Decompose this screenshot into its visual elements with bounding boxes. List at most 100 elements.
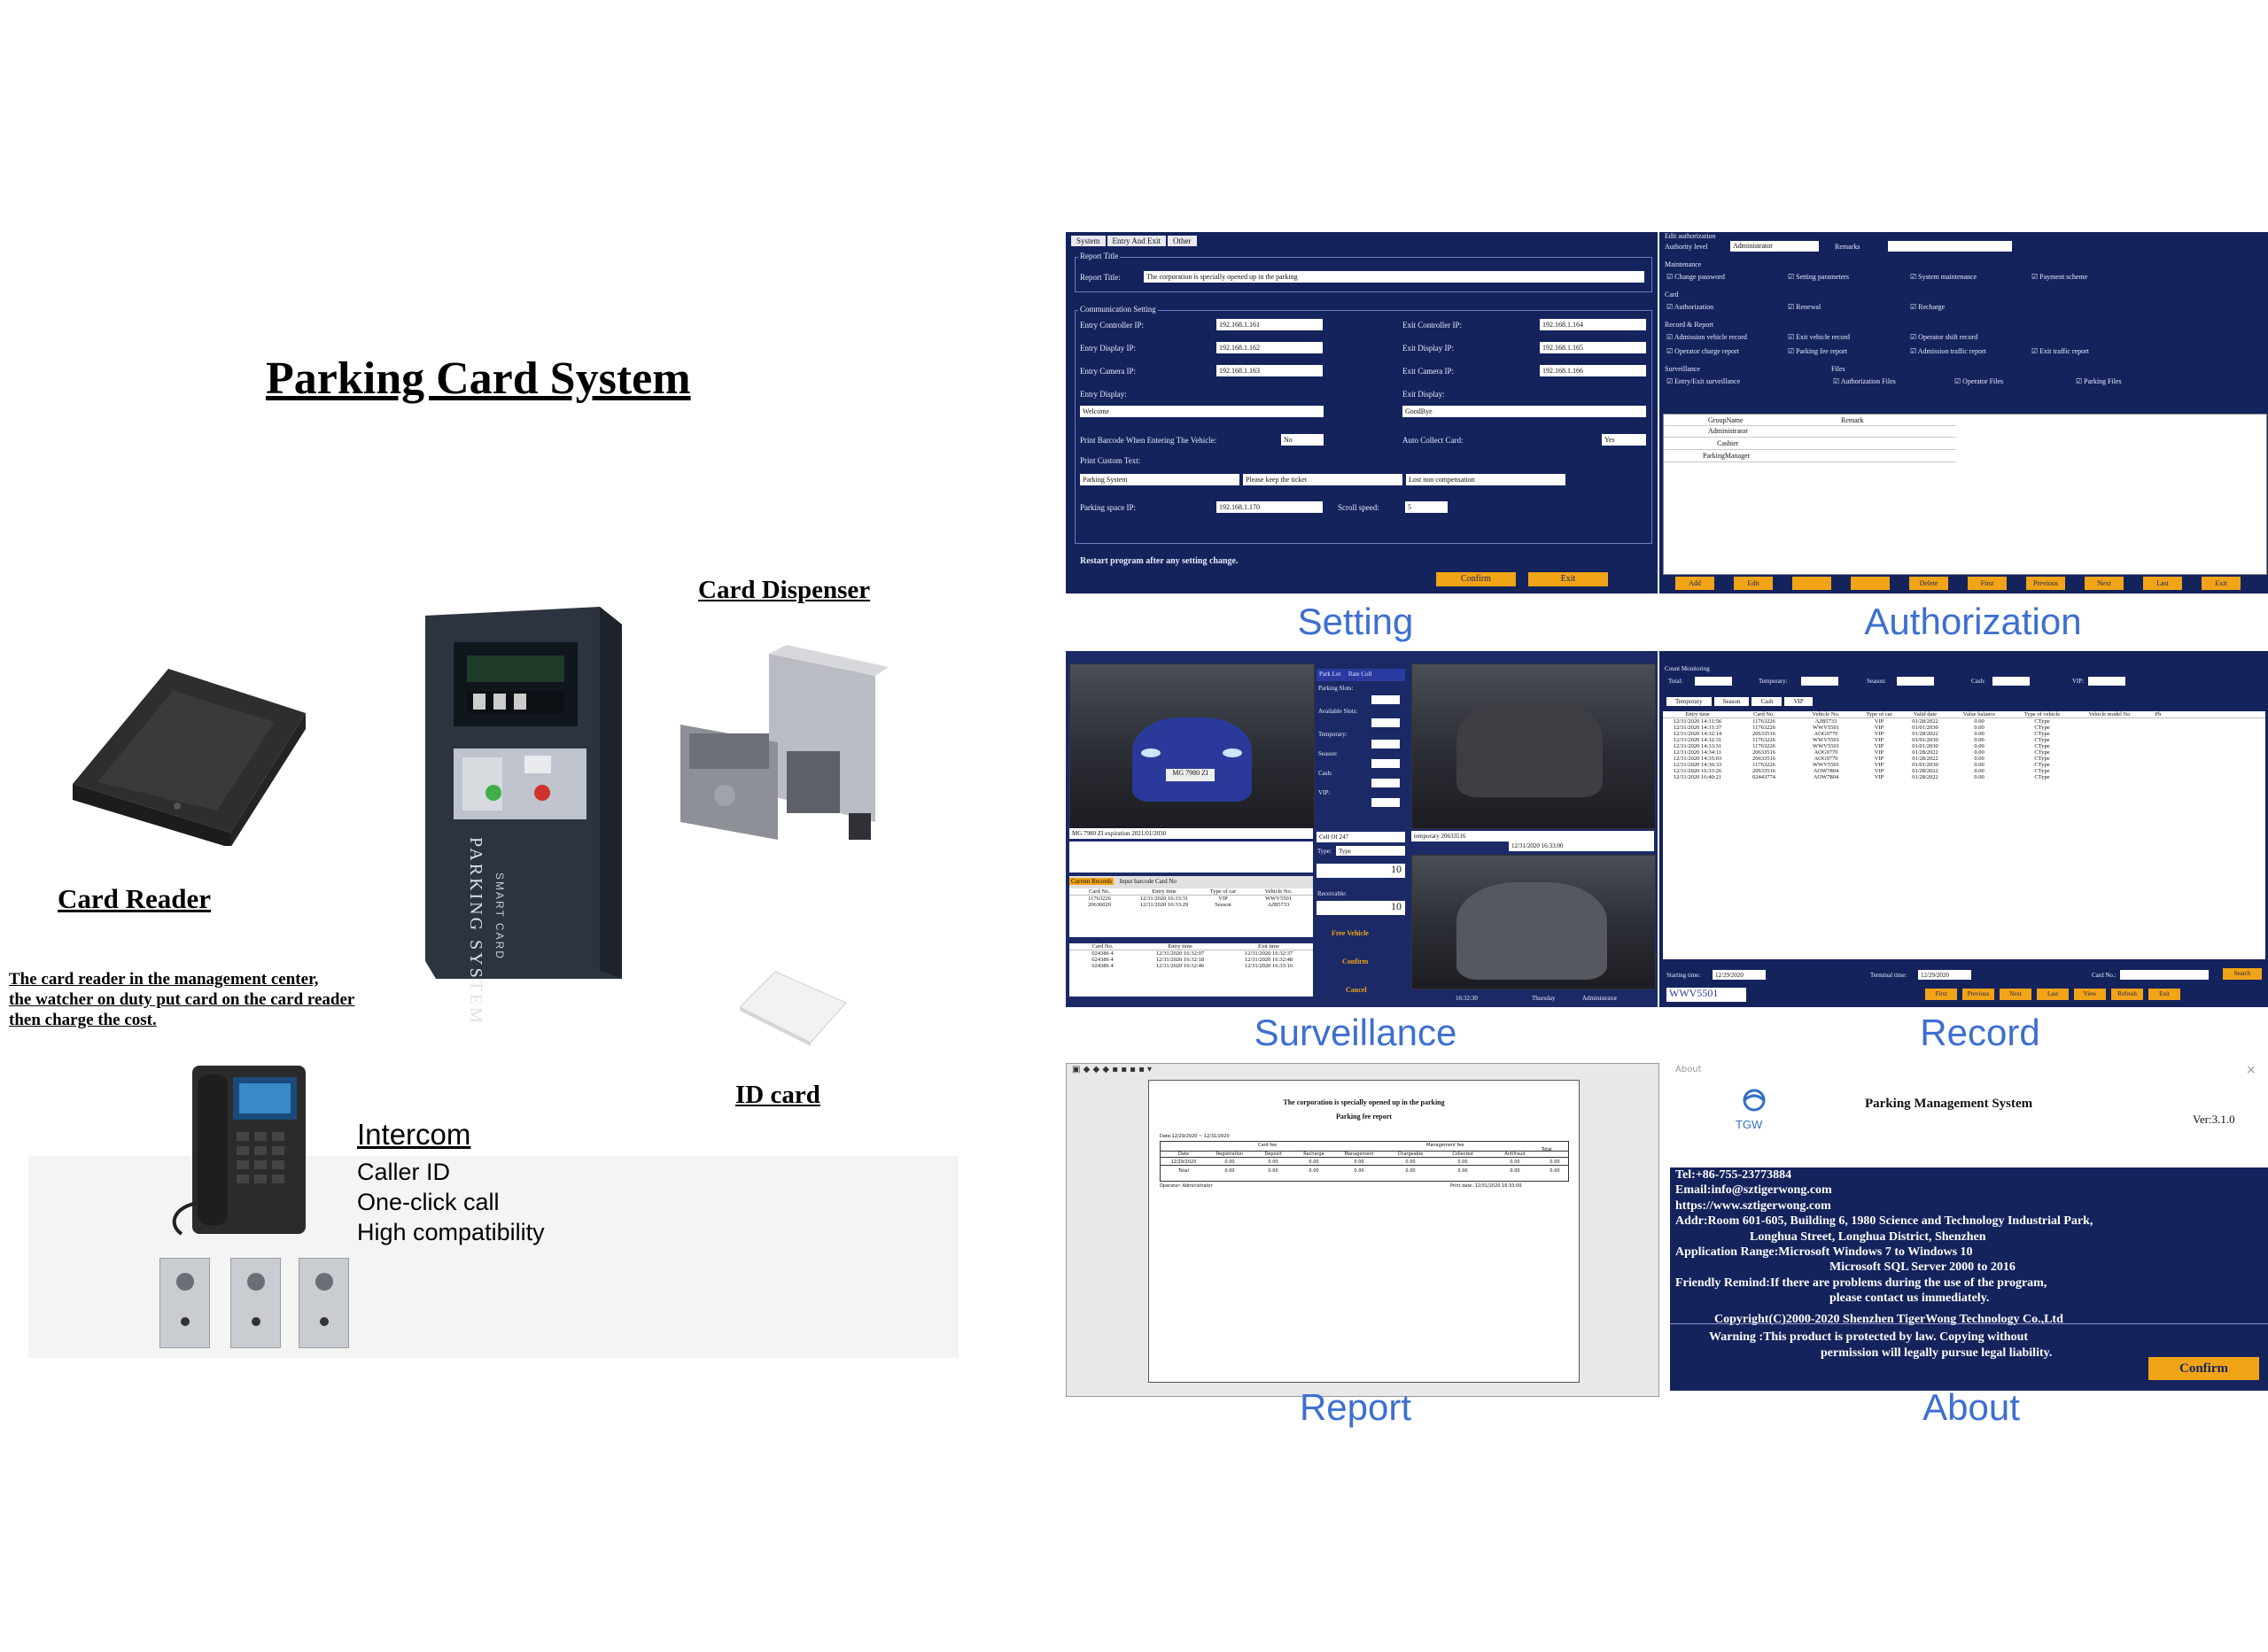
- previous-button[interactable]: Previous: [1962, 989, 1994, 1000]
- tab-system[interactable]: System: [1071, 236, 1106, 246]
- group-row[interactable]: Cashier: [1717, 439, 1739, 447]
- tab-park-lot[interactable]: Park Lot: [1319, 671, 1341, 678]
- entry-camera-ip-input[interactable]: 192.168.1.163: [1216, 365, 1323, 376]
- table-row[interactable]: 024386 4 12/31/2020 16:32:46 12/31/2020 …: [1091, 963, 1293, 969]
- chk-admission-traffic-report[interactable]: ☑ Admission traffic report: [1910, 347, 1986, 355]
- confirm-button[interactable]: Confirm: [1436, 572, 1516, 586]
- entry-display-input[interactable]: Welcome: [1080, 406, 1324, 417]
- chk-operator-files[interactable]: ☑ Operator Files: [1954, 377, 2004, 385]
- tab-season[interactable]: Season: [1713, 697, 1750, 706]
- tab-input-barcode[interactable]: Input barcode Card No: [1119, 878, 1177, 885]
- custom-text-2-input[interactable]: Please keep the ticket: [1243, 474, 1402, 485]
- chk-exit-traffic-report[interactable]: ☑ Exit traffic report: [2031, 347, 2089, 355]
- card-no-input[interactable]: [2120, 970, 2209, 980]
- scroll-speed-input[interactable]: 5: [1405, 501, 1448, 513]
- exit-button[interactable]: Exit: [2202, 577, 2241, 590]
- chk-exit-vehicle-record[interactable]: ☑ Exit vehicle record: [1788, 333, 1851, 341]
- first-button[interactable]: First: [1968, 577, 2007, 590]
- exit-display-input[interactable]: GoodBye: [1402, 406, 1646, 417]
- type-select[interactable]: Type: [1336, 846, 1405, 856]
- last-button[interactable]: Last: [2037, 989, 2069, 1000]
- exit-controller-ip-input[interactable]: 192.168.1.164: [1540, 319, 1646, 330]
- tab-current-records[interactable]: Current Records: [1069, 878, 1115, 885]
- search-button[interactable]: Search: [2223, 968, 2262, 980]
- exit-camera-ip-input[interactable]: 192.168.1.166: [1540, 365, 1646, 376]
- authority-level-input[interactable]: Administrator: [1730, 241, 1819, 252]
- entry-display-ip-input[interactable]: 192.168.1.162: [1216, 342, 1323, 353]
- chk-parking-fee-report[interactable]: ☑ Parking fee report: [1788, 347, 1847, 355]
- chk-authorization[interactable]: ☑ Authorization: [1666, 303, 1714, 311]
- exit-button[interactable]: Exit: [1528, 572, 1608, 586]
- tab-temporary[interactable]: Temporary: [1666, 697, 1712, 706]
- group-row[interactable]: ParkingManager: [1703, 452, 1751, 460]
- parking-space-ip-input[interactable]: 192.168.1.170: [1216, 501, 1323, 513]
- entry-controller-ip-input[interactable]: 192.168.1.161: [1216, 319, 1323, 330]
- chk-payment-scheme[interactable]: ☑ Payment scheme: [2031, 273, 2088, 281]
- chk-system-maintenance[interactable]: ☑ System maintenance: [1910, 273, 1977, 281]
- exit-display-ip-input[interactable]: 192.168.1.165: [1540, 342, 1646, 353]
- chk-authorization-files[interactable]: ☑ Authorization Files: [1833, 377, 1896, 385]
- confirm-button[interactable]: Confirm: [1342, 958, 1369, 966]
- custom-text-3-input[interactable]: Lost non compensation: [1406, 474, 1565, 485]
- table-row[interactable]: 024386 4 12/31/2020 16:32:18 12/31/2020 …: [1091, 957, 1293, 963]
- tab-entry-and-exit[interactable]: Entry And Exit: [1107, 236, 1167, 246]
- blank-button-2[interactable]: [1851, 577, 1890, 590]
- add-button[interactable]: Add: [1675, 577, 1714, 590]
- view-button[interactable]: View: [2074, 989, 2106, 1000]
- report-title-input[interactable]: The corporation is specially opened up i…: [1144, 271, 1644, 283]
- chk-parking-files[interactable]: ☑ Parking Files: [2076, 377, 2122, 385]
- last-button[interactable]: Last: [2143, 577, 2182, 590]
- chk-operator-charge-report[interactable]: ☑ Operator charge report: [1666, 347, 1739, 355]
- tab-other[interactable]: Other: [1168, 236, 1197, 246]
- tab-rate-coll[interactable]: Rate Coll: [1348, 671, 1372, 678]
- close-icon[interactable]: ×: [2246, 1063, 2256, 1077]
- filter-season-select[interactable]: [1897, 677, 1934, 686]
- exit-button[interactable]: Exit: [2148, 989, 2180, 1000]
- free-vehicle-button[interactable]: Free Vehicle: [1332, 929, 1369, 937]
- chk-renewal[interactable]: ☑ Renewal: [1788, 303, 1821, 311]
- table-row[interactable]: 20636020 12/31/2020 16:33:29 Season AJB5…: [1088, 902, 1290, 908]
- filter-cash-select[interactable]: [1992, 677, 2030, 686]
- refresh-button[interactable]: Refresh: [2111, 989, 2143, 1000]
- print-barcode-select[interactable]: No: [1281, 434, 1324, 446]
- chk-entry-exit-surveillance[interactable]: ☑ Entry/Exit surveillance: [1666, 377, 1741, 385]
- custom-text-1-input[interactable]: Parking System: [1080, 474, 1239, 485]
- next-button[interactable]: Next: [2000, 989, 2031, 1000]
- chk-recharge[interactable]: ☑ Recharge: [1910, 303, 1946, 311]
- auto-collect-select[interactable]: Yes: [1602, 434, 1646, 446]
- chk-change-password[interactable]: ☑ Change password: [1666, 273, 1725, 281]
- chk-operator-shift-record[interactable]: ☑ Operator shift record: [1910, 333, 1978, 341]
- report-toolbar[interactable]: ▣ ◆ ◆ ◆ ▪ ▪ ▪ ▪ ▾: [1072, 1065, 1153, 1074]
- about-confirm-button[interactable]: Confirm: [2148, 1357, 2259, 1380]
- start-time-input[interactable]: 12/29/2020: [1713, 970, 1766, 980]
- end-time-input[interactable]: 12/29/2020: [1918, 970, 1971, 980]
- filter-temporary-select[interactable]: [1801, 677, 1838, 686]
- table-row[interactable]: 024386 4 12/31/2020 16:32:07 12/31/2020 …: [1091, 950, 1293, 957]
- chk-admission-vehicle-record[interactable]: ☑ Admission vehicle record: [1666, 333, 1747, 341]
- tab-cash[interactable]: Cash: [1751, 697, 1783, 706]
- group-row[interactable]: Administrator: [1708, 427, 1748, 435]
- tab-vip[interactable]: VIP: [1784, 697, 1813, 706]
- chk-setting-parameters[interactable]: ☑ Setting parameters: [1788, 273, 1849, 281]
- blank-button-1[interactable]: [1792, 577, 1831, 590]
- filter-vip-select[interactable]: [2088, 677, 2125, 686]
- first-button[interactable]: First: [1925, 989, 1957, 1000]
- delete-button[interactable]: Delete: [1909, 577, 1948, 590]
- edit-button[interactable]: Edit: [1734, 577, 1773, 590]
- cancel-button[interactable]: Cancel: [1346, 986, 1367, 994]
- table-row[interactable]: 11763226 12/31/2020 16:33:31 VIP WWV5501: [1088, 896, 1292, 902]
- filter-total-select[interactable]: [1695, 677, 1732, 686]
- previous-button[interactable]: Previous: [2026, 577, 2065, 590]
- remarks-input[interactable]: [1888, 241, 2012, 252]
- next-button[interactable]: Next: [2085, 577, 2124, 590]
